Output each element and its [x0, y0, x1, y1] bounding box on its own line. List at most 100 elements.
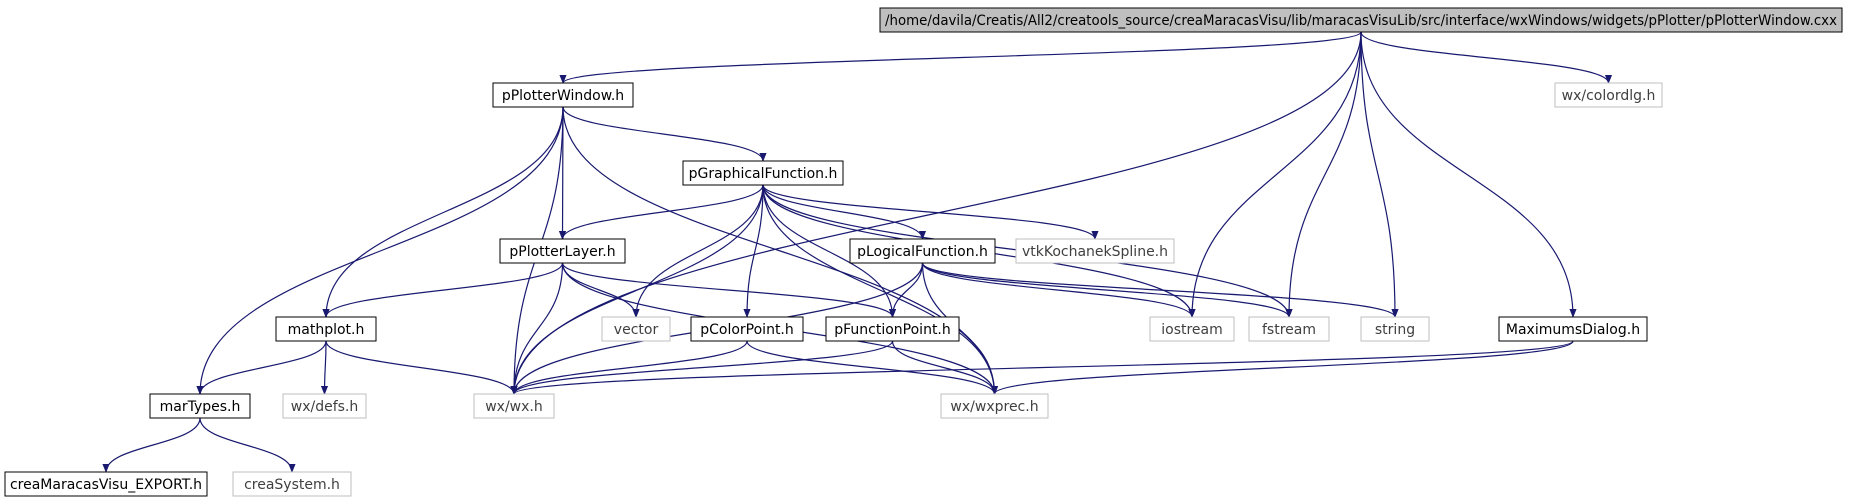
- node-pplotterwindow[interactable]: pPlotterWindow.h: [492, 82, 634, 108]
- edge-mathplot-to-wxwx: [325, 340, 518, 395]
- node-label-pfunctionpoint: pFunctionPoint.h: [834, 322, 951, 338]
- edge-pplotterwindow-to-mathplot: [322, 106, 564, 318]
- node-vector: vector: [601, 316, 671, 342]
- node-pplotterlayer[interactable]: pPlotterLayer.h: [499, 238, 626, 264]
- edge-pplotterlayer-to-wxwx: [510, 262, 564, 395]
- node-pfunctionpoint[interactable]: pFunctionPoint.h: [825, 316, 960, 342]
- edge-root-to-string: [1360, 31, 1399, 318]
- node-box-root: [879, 7, 1843, 33]
- node-mathplot[interactable]: mathplot.h: [275, 316, 377, 342]
- node-box-pgraphical: [682, 160, 844, 186]
- node-box-wxdefs: [282, 393, 367, 419]
- edge-plogical-to-fstream: [921, 262, 1293, 318]
- edge-root-to-maximums: [1360, 31, 1577, 318]
- node-label-wxprec: wx/wxprec.h: [950, 399, 1038, 415]
- node-label-wxdefs: wx/defs.h: [291, 399, 359, 415]
- node-martypes[interactable]: marTypes.h: [149, 393, 251, 419]
- edge-plogical-to-pfunctionpoint: [888, 262, 924, 318]
- edge-plogical-to-iostream: [921, 262, 1196, 318]
- node-label-fstream: fstream: [1262, 322, 1316, 338]
- edge-pcolorpoint-to-wxwx: [510, 340, 748, 395]
- edge-maximums-to-wxwx: [510, 340, 1574, 395]
- node-box-pcolorpoint: [690, 316, 804, 342]
- edge-pgraphical-to-pfunctionpoint: [762, 184, 897, 318]
- node-root[interactable]: /home/davila/Creatis/All2/creatools_sour…: [879, 7, 1843, 33]
- edge-pcolorpoint-to-wxprec: [746, 340, 999, 395]
- node-string: string: [1360, 316, 1430, 342]
- node-box-wxprec: [940, 393, 1049, 419]
- edge-pgraphical-to-wxwx: [510, 184, 764, 395]
- node-label-creaexport: creaMaracasVisu_EXPORT.h: [10, 477, 202, 493]
- node-label-colordlg: wx/colordlg.h: [1562, 88, 1656, 104]
- dependency-edges: [102, 31, 1613, 473]
- node-creasystem: creaSystem.h: [232, 471, 352, 497]
- node-box-string: [1360, 316, 1430, 342]
- node-wxprec: wx/wxprec.h: [940, 393, 1049, 419]
- node-box-wxwx: [473, 393, 555, 419]
- edge-root-to-fstream: [1285, 31, 1362, 318]
- node-box-pplotterwindow: [492, 82, 634, 108]
- edge-pgraphical-to-vector: [632, 184, 764, 318]
- node-box-vector: [601, 316, 671, 342]
- edge-root-to-colordlg: [1360, 31, 1613, 84]
- edge-plogical-to-string: [921, 262, 1399, 318]
- node-fstream: fstream: [1248, 316, 1330, 342]
- node-box-colordlg: [1554, 82, 1663, 108]
- node-pgraphical[interactable]: pGraphicalFunction.h: [682, 160, 844, 186]
- edge-pplotterlayer-to-pfunctionpoint: [561, 262, 897, 318]
- edge-pgraphical-to-pplotterlayer: [558, 184, 764, 240]
- node-plogical[interactable]: pLogicalFunction.h: [849, 238, 996, 264]
- dependency-nodes: /home/davila/Creatis/All2/creatools_sour…: [4, 7, 1843, 497]
- node-label-vtkspline: vtkKochanekSpline.h: [1022, 244, 1168, 260]
- node-colordlg: wx/colordlg.h: [1554, 82, 1663, 108]
- edge-root-to-pplotterwindow: [559, 31, 1362, 84]
- node-box-martypes: [149, 393, 251, 419]
- node-label-vector: vector: [614, 322, 659, 338]
- node-label-root: /home/davila/Creatis/All2/creatools_sour…: [885, 13, 1837, 29]
- node-label-martypes: marTypes.h: [160, 399, 241, 415]
- node-label-pplotterlayer: pPlotterLayer.h: [509, 244, 615, 260]
- node-iostream: iostream: [1149, 316, 1235, 342]
- edge-martypes-to-creasystem: [199, 417, 296, 473]
- node-label-wxwx: wx/wx.h: [485, 399, 543, 415]
- node-box-mathplot: [275, 316, 377, 342]
- node-box-plogical: [849, 238, 996, 264]
- node-wxdefs: wx/defs.h: [282, 393, 367, 419]
- node-box-vtkspline: [1015, 238, 1175, 264]
- node-box-pplotterlayer: [499, 238, 626, 264]
- edge-pfunctionpoint-to-wxwx: [510, 340, 894, 395]
- node-wxwx: wx/wx.h: [473, 393, 555, 419]
- node-label-creasystem: creaSystem.h: [244, 477, 340, 493]
- node-label-string: string: [1375, 322, 1415, 338]
- edge-pplotterwindow-to-martypes: [196, 106, 564, 395]
- node-box-fstream: [1248, 316, 1330, 342]
- edge-pgraphical-to-plogical: [762, 184, 927, 240]
- node-label-pcolorpoint: pColorPoint.h: [700, 322, 794, 338]
- edge-mathplot-to-martypes: [196, 340, 327, 395]
- node-vtkspline: vtkKochanekSpline.h: [1015, 238, 1175, 264]
- node-box-creaexport: [4, 471, 208, 497]
- node-creaexport[interactable]: creaMaracasVisu_EXPORT.h: [4, 471, 208, 497]
- edge-pplotterwindow-to-pgraphical: [562, 106, 767, 162]
- node-box-pfunctionpoint: [825, 316, 960, 342]
- node-label-pplotterwindow: pPlotterWindow.h: [502, 88, 624, 104]
- edge-pfunctionpoint-to-wxprec: [891, 340, 999, 395]
- edge-pgraphical-to-wxprec: [762, 184, 999, 395]
- node-label-pgraphical: pGraphicalFunction.h: [689, 166, 838, 182]
- node-box-iostream: [1149, 316, 1235, 342]
- edge-pplotterlayer-to-mathplot: [322, 262, 564, 318]
- edge-root-to-iostream: [1188, 31, 1362, 318]
- node-label-iostream: iostream: [1161, 322, 1223, 338]
- node-label-plogical: pLogicalFunction.h: [857, 244, 988, 260]
- node-maximums[interactable]: MaximumsDialog.h: [1498, 316, 1648, 342]
- node-label-mathplot: mathplot.h: [288, 322, 365, 338]
- edge-martypes-to-creaexport: [102, 417, 201, 473]
- node-box-maximums: [1498, 316, 1648, 342]
- edge-maximums-to-wxprec: [991, 340, 1574, 395]
- node-pcolorpoint[interactable]: pColorPoint.h: [690, 316, 804, 342]
- node-label-maximums: MaximumsDialog.h: [1506, 322, 1640, 338]
- edge-mathplot-to-wxdefs: [320, 340, 329, 395]
- node-box-creasystem: [232, 471, 352, 497]
- edge-pgraphical-to-vtkspline: [762, 184, 1099, 240]
